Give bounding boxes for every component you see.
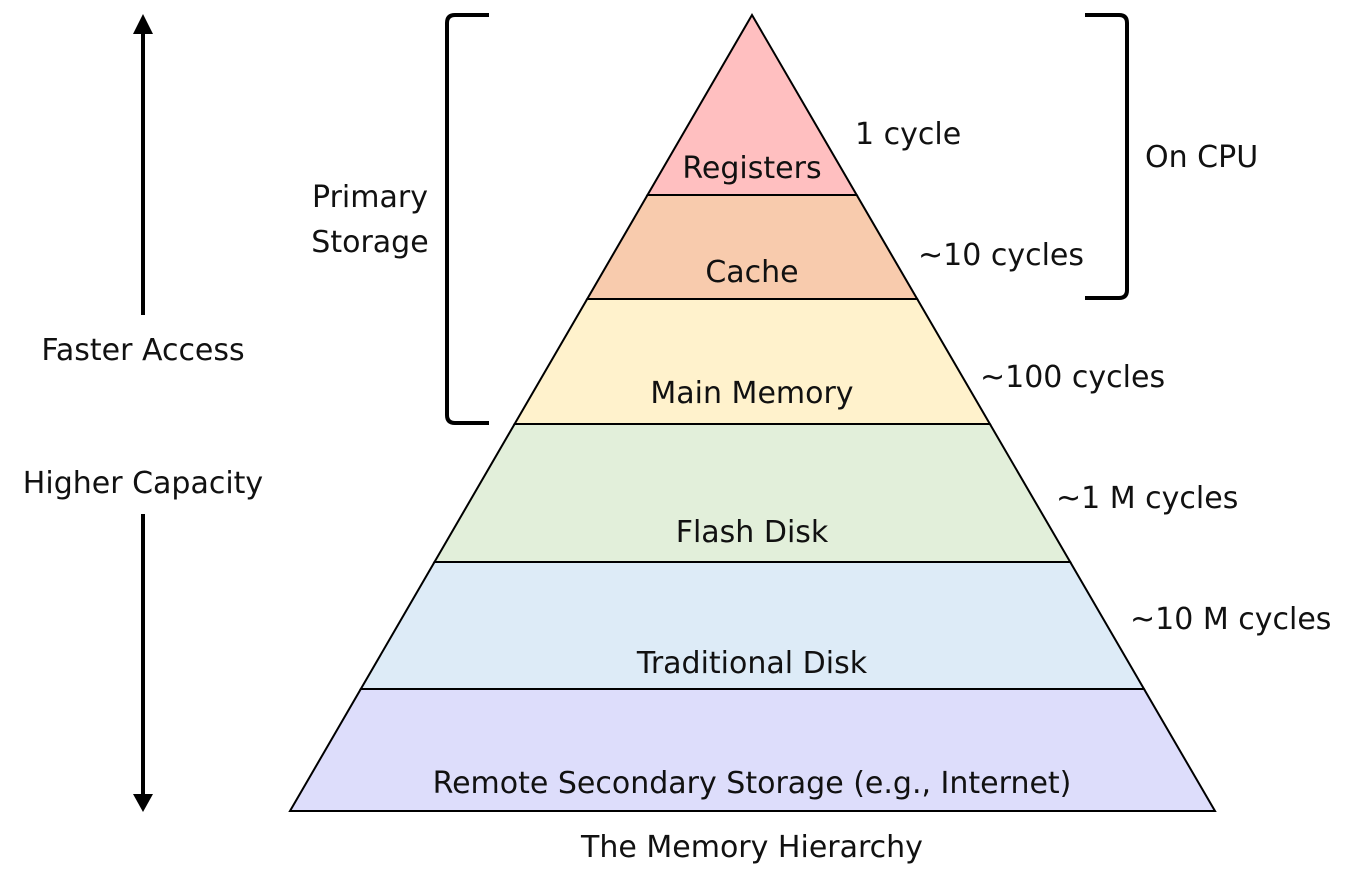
- layer-label-main-memory: Main Memory: [650, 376, 853, 411]
- higher-capacity-label: Higher Capacity: [23, 466, 263, 501]
- primary-storage-label-line2: Storage: [311, 225, 428, 260]
- higher-capacity-arrow: [133, 514, 153, 812]
- layer-label-registers: Registers: [682, 151, 821, 186]
- layer-label-cache: Cache: [705, 255, 798, 290]
- latency-main-memory: ~100 cycles: [980, 360, 1165, 395]
- faster-access-label: Faster Access: [41, 333, 244, 368]
- diagram-title: The Memory Hierarchy: [580, 830, 923, 865]
- latency-cache: ~10 cycles: [918, 238, 1084, 273]
- layer-label-remote-secondary-storage-e-g-internet: Remote Secondary Storage (e.g., Internet…: [433, 766, 1072, 801]
- primary-storage-bracket: [445, 13, 489, 425]
- latency-registers: 1 cycle: [855, 117, 961, 152]
- on-cpu-label: On CPU: [1145, 140, 1258, 175]
- latency-labels: 1 cycle ~10 cycles ~100 cycles ~1 M cycl…: [855, 117, 1331, 637]
- faster-access-arrow: [133, 14, 153, 315]
- on-cpu-bracket: [1085, 13, 1129, 300]
- latency-traditional-disk: ~10 M cycles: [1130, 602, 1331, 637]
- layer-label-flash-disk: Flash Disk: [676, 515, 829, 550]
- primary-storage-label-line1: Primary: [312, 180, 428, 215]
- latency-flash-disk: ~1 M cycles: [1056, 481, 1238, 516]
- layer-label-traditional-disk: Traditional Disk: [636, 646, 868, 681]
- layer-remote-secondary-storage-e-g-internet: [288, 688, 1217, 812]
